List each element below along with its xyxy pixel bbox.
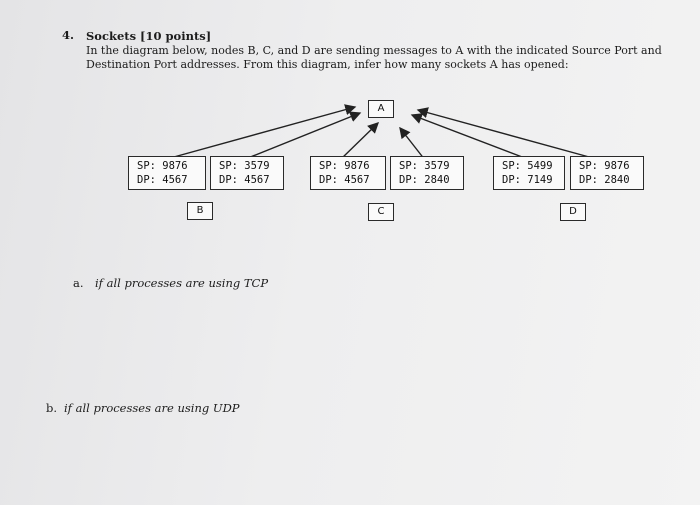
node-a: A bbox=[368, 100, 394, 118]
arrow-d-to-a bbox=[410, 113, 531, 161]
destination-port: DP: 2840 bbox=[399, 174, 450, 186]
arrow-c2-to-a bbox=[399, 126, 426, 161]
arrow-b-to-a bbox=[242, 111, 362, 161]
source-port: SP: 3579 bbox=[219, 160, 270, 172]
node-d: D bbox=[560, 203, 586, 221]
arrow-c-to-a bbox=[339, 122, 380, 161]
node-c: C bbox=[368, 203, 394, 221]
part-b-label: b. bbox=[46, 401, 58, 415]
port-box-b1: SP: 9876 DP: 4567 bbox=[128, 156, 206, 190]
destination-port: DP: 7149 bbox=[502, 174, 553, 186]
arrow-d2-to-a bbox=[416, 107, 601, 161]
part-b-text: if all processes are using UDP bbox=[64, 401, 240, 415]
source-port: SP: 3579 bbox=[399, 160, 450, 172]
source-port: SP: 9876 bbox=[319, 160, 370, 172]
question-title: Sockets [10 points] bbox=[86, 29, 212, 43]
destination-port: DP: 2840 bbox=[579, 174, 630, 186]
destination-port: DP: 4567 bbox=[319, 174, 370, 186]
destination-port: DP: 4567 bbox=[219, 174, 270, 186]
source-port: SP: 9876 bbox=[579, 160, 630, 172]
destination-port: DP: 4567 bbox=[137, 174, 188, 186]
port-box-c2: SP: 3579 DP: 2840 bbox=[390, 156, 464, 190]
arrow-b2-to-a bbox=[162, 104, 357, 161]
question-body: In the diagram below, nodes B, C, and D … bbox=[86, 44, 662, 71]
port-box-c1: SP: 9876 DP: 4567 bbox=[310, 156, 386, 190]
source-port: SP: 5499 bbox=[502, 160, 553, 172]
part-a-text: if all processes are using TCP bbox=[95, 276, 269, 290]
node-b: B bbox=[187, 202, 213, 220]
source-port: SP: 9876 bbox=[137, 160, 188, 172]
part-a-label: a. bbox=[73, 276, 84, 290]
port-box-d1: SP: 5499 DP: 7149 bbox=[493, 156, 565, 190]
question-number: 4. bbox=[62, 28, 75, 42]
port-box-b2: SP: 3579 DP: 4567 bbox=[210, 156, 284, 190]
port-box-d2: SP: 9876 DP: 2840 bbox=[570, 156, 644, 190]
